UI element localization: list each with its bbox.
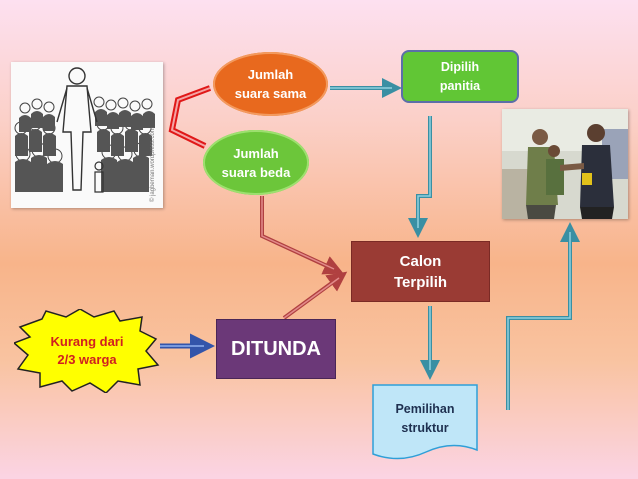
node-label-line: suara sama [234, 86, 307, 101]
starburst-shape [12, 308, 160, 394]
node-label-line: Pemilihan [395, 402, 455, 416]
node-label-line: 2/3 warga [57, 352, 117, 367]
node-ditunda: DITUNDA [216, 319, 336, 379]
node-label-line: Terpilih [393, 273, 448, 291]
svg-text:© jagbeman.wordpress.com: © jagbeman.wordpress.com [149, 127, 156, 202]
crowd-sketch-image: © jagbeman.wordpress.com [11, 62, 163, 208]
node-pemilihan-struktur: Pemilihan struktur [372, 384, 478, 464]
document-shape [372, 384, 478, 460]
node-label-line: panitia [439, 78, 481, 93]
handshake-photo-image [502, 109, 628, 219]
split-arrow [168, 85, 212, 149]
node-label-line: Jumlah [247, 67, 294, 82]
split-arrow-inner [170, 87, 211, 147]
node-jumlah-suara-sama: Jumlah suara sama [213, 52, 328, 116]
node-label-line: Kurang dari [50, 334, 124, 349]
node-label-line: Calon [399, 252, 442, 270]
node-label-line: Jumlah [233, 145, 279, 161]
node-kurang-dari-2-3-warga: Kurang dari 2/3 warga [12, 308, 160, 394]
node-label: DITUNDA [231, 337, 321, 360]
arrow-beda-to-calon [260, 196, 344, 275]
node-label-line: struktur [401, 421, 449, 435]
node-label-line: Dipilih [440, 59, 480, 74]
arrow-dipilih-to-calon [408, 116, 432, 238]
node-calon-terpilih: Calon Terpilih [351, 241, 490, 302]
node-jumlah-suara-beda: Jumlah suara beda [203, 130, 309, 195]
node-label-line: suara beda [221, 164, 291, 180]
node-dipilih-panitia: Dipilih panitia [401, 50, 519, 103]
